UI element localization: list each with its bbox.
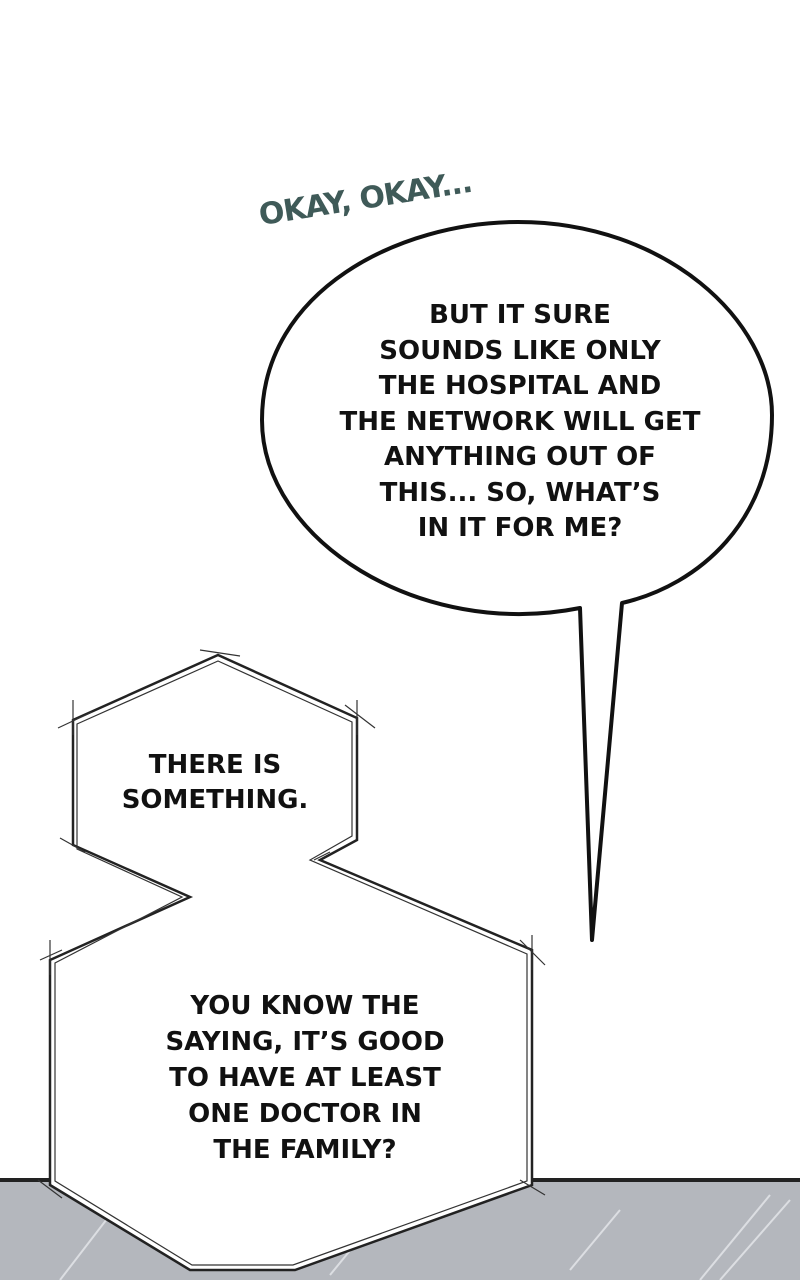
- speech-bubble-text: BUT IT SURE SOUNDS LIKE ONLY THE HOSPITA…: [339, 300, 701, 543]
- speech-bubble: [260, 220, 774, 942]
- thought-bubble: [37, 649, 546, 1272]
- thought-bubble-bottom-text: YOU KNOW THE SAYING, IT’S GOOD TO HAVE A…: [165, 991, 445, 1165]
- thought-bubble-top-text: THERE IS SOMETHING.: [121, 750, 309, 815]
